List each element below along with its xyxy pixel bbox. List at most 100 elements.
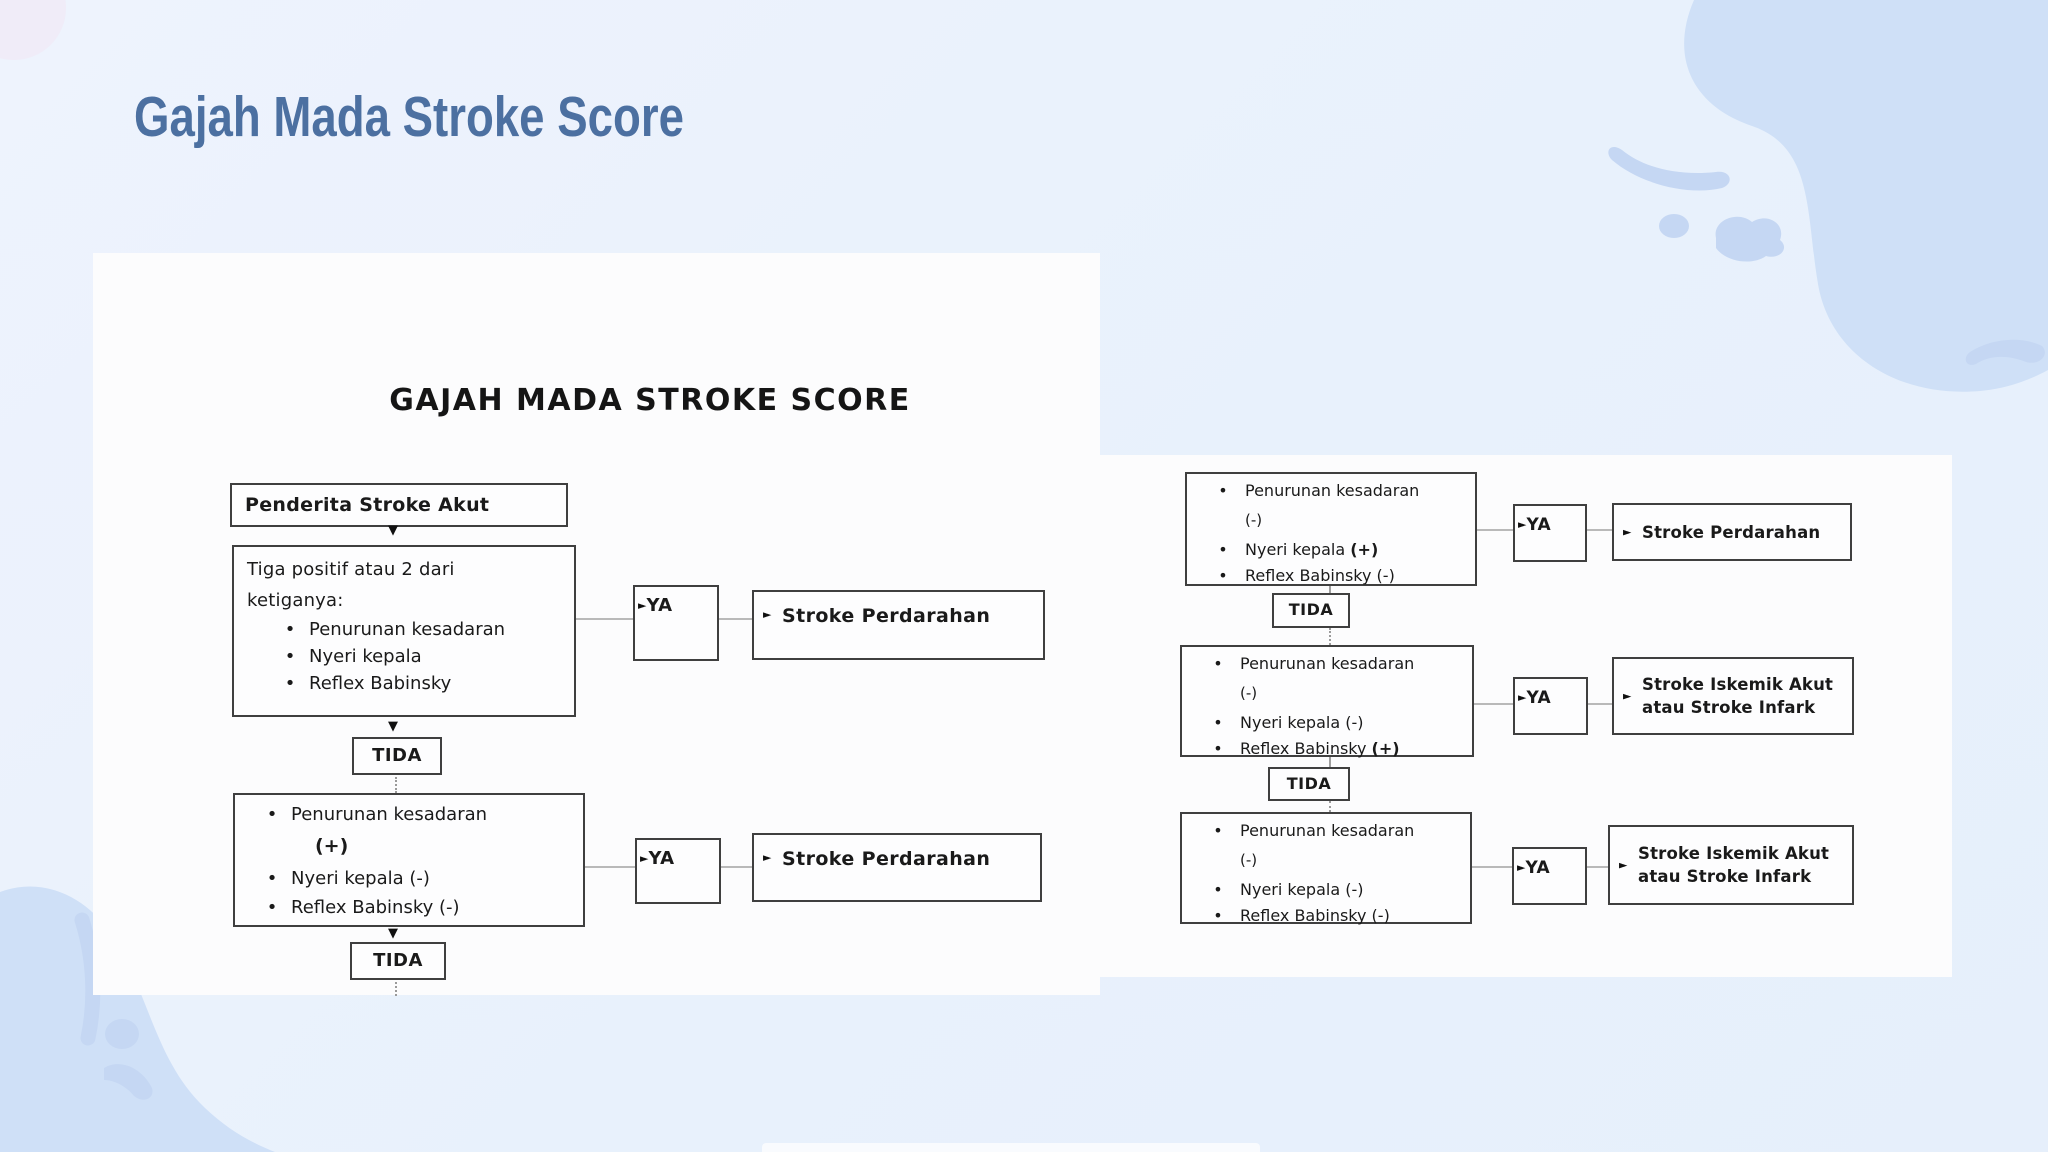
connector-line: [1588, 703, 1612, 705]
bullet-text: Reflex Babinsky: [309, 673, 452, 694]
connector-line: [395, 982, 397, 996]
bullet-text-main: Nyeri kepala: [1245, 540, 1351, 559]
yes-label: YA: [1525, 858, 1550, 878]
result-box: ► Stroke Perdarahan: [752, 590, 1045, 660]
arrow-right-icon: ►: [640, 852, 649, 865]
yes-box: ► YA: [1513, 677, 1588, 735]
connector-line: [1474, 703, 1513, 705]
bullet-text: Nyeri kepala: [309, 646, 422, 667]
bullet-text-main: Reflex Babinsky (-): [1240, 906, 1390, 925]
arrow-right-icon: ►: [1623, 525, 1632, 539]
bullet-text-main: Nyeri kepala (-): [1240, 880, 1364, 899]
blob-dot-icon: [1659, 214, 1689, 238]
blob-top-right: [1684, 0, 2048, 392]
bullet-item: • Nyeri kepala (-): [1182, 710, 1472, 736]
bullet-item: • Penurunan kesadaran: [1182, 818, 1470, 844]
bullet-text: Penurunan kesadaran: [291, 804, 488, 825]
result-label: Stroke Perdarahan: [782, 605, 991, 627]
bullet-icon: •: [266, 804, 278, 825]
bullet-item: • Penurunan kesadaran: [1182, 651, 1472, 677]
bullet-icon: •: [1218, 481, 1228, 500]
bullet-sign-bold: (+): [1371, 739, 1400, 758]
arrow-right-icon: ►: [1518, 691, 1527, 704]
start-box: Penderita Stroke Akut: [230, 483, 568, 527]
arrow-down-icon: ▼: [388, 926, 398, 941]
result-line1: Stroke Iskemik Akut: [1638, 844, 1830, 863]
connector-line: [1329, 586, 1331, 593]
bullet-item: • Nyeri kepala (+): [1187, 537, 1475, 563]
bullet-text: Nyeri kepala (+): [1245, 537, 1475, 563]
criteria-intro-line2: ketiganya:: [247, 590, 344, 611]
bottom-bar: [762, 1143, 1260, 1152]
result-line1: Stroke Perdarahan: [1642, 522, 1821, 542]
connector-line: [719, 618, 752, 620]
bullet-item: • Reflex Babinsky: [247, 670, 566, 697]
arrow-right-icon: ►: [1517, 861, 1526, 874]
bullet-icon: •: [1213, 880, 1223, 899]
bullet-item: • Nyeri kepala: [247, 643, 566, 670]
criteria-box: • Penurunan kesadaran (-) • Nyeri kepala…: [1180, 812, 1472, 925]
bullet-text: Penurunan kesadaran: [1240, 654, 1415, 673]
connector-line: [1329, 801, 1331, 812]
no-box: TIDA: [1268, 767, 1350, 801]
arrow-right-icon: ►: [1518, 518, 1527, 531]
bullet-item: • Reflex Babinsky (-): [235, 893, 583, 922]
bullet-icon: •: [284, 673, 296, 694]
sign-line: (-): [1240, 684, 1258, 702]
connector-line: [721, 866, 752, 868]
yes-box: ► YA: [1512, 847, 1587, 905]
diagram-heading: GAJAH MADA STROKE SCORE: [389, 383, 911, 418]
corner-tint-shape: [0, 0, 66, 60]
bullet-icon: •: [284, 646, 296, 667]
connector-line: [585, 866, 635, 868]
bullet-item: • Reflex Babinsky (+): [1182, 736, 1472, 762]
page-title: Gajah Mada Stroke Score: [134, 85, 684, 149]
bullet-icon: •: [266, 868, 278, 889]
bullet-icon: •: [1213, 654, 1223, 673]
connector-line: [1477, 529, 1513, 531]
connector-line: [1587, 866, 1608, 868]
arrow-right-icon: ►: [1623, 689, 1632, 703]
bullet-text: Reflex Babinsky (-): [1240, 903, 1470, 929]
criteria-box: • Penurunan kesadaran (+) • Nyeri kepala…: [233, 793, 585, 927]
connector-line: [1472, 866, 1512, 868]
criteria-box: • Penurunan kesadaran (-) • Nyeri kepala…: [1185, 472, 1477, 586]
blob-dot2-icon: [105, 1019, 139, 1049]
result-line2: atau Stroke Infark: [1642, 698, 1816, 717]
yes-label: YA: [1526, 515, 1551, 535]
connector-line: [395, 777, 397, 793]
bullet-text: Penurunan kesadaran: [1240, 821, 1415, 840]
bullet-item: • Penurunan kesadaran: [247, 616, 566, 643]
no-box: TIDA: [352, 737, 442, 775]
blob-swoosh-right-icon: [1965, 339, 2045, 365]
arrow-right-icon: ►: [763, 851, 772, 864]
blob-cloud-icon: [1715, 216, 1785, 262]
bullet-item: • Reflex Babinsky (-): [1187, 563, 1475, 589]
bullet-text: Penurunan kesadaran: [1245, 481, 1420, 500]
result-line1: Stroke Iskemik Akut: [1642, 675, 1834, 694]
arrow-right-icon: ►: [1619, 858, 1628, 872]
bullet-icon: •: [266, 897, 278, 918]
blob-curve-line-icon: [74, 912, 101, 1046]
result-line2: atau Stroke Infark: [1638, 867, 1812, 886]
bullet-item: • Nyeri kepala (-): [235, 864, 583, 893]
bullet-text: Nyeri kepala (-): [1240, 710, 1472, 736]
yes-box: ► YA: [633, 585, 719, 661]
bullet-text: Nyeri kepala (-): [291, 868, 430, 889]
bullet-item: • Reflex Babinsky (-): [1182, 903, 1470, 929]
yes-label: YA: [648, 848, 675, 869]
bullet-text: Reflex Babinsky (-): [291, 897, 460, 918]
bullet-item: • Nyeri kepala (-): [1182, 877, 1470, 903]
blob-swoosh-icon: [1608, 147, 1730, 191]
criteria-intro-line1: Tiga positif atau 2 dari: [247, 559, 455, 580]
bullet-text: Penurunan kesadaran: [309, 619, 506, 640]
arrow-right-icon: ►: [638, 599, 647, 612]
yes-label: YA: [646, 595, 673, 616]
connector-line: [1329, 757, 1331, 767]
bullet-item: • Penurunan kesadaran: [235, 800, 583, 829]
bullet-icon: •: [1218, 540, 1228, 559]
bullet-item: • Penurunan kesadaran: [1187, 478, 1475, 504]
bullet-text-main: Reflex Babinsky: [1240, 739, 1372, 758]
bullet-text-main: Nyeri kepala (-): [1240, 713, 1364, 732]
